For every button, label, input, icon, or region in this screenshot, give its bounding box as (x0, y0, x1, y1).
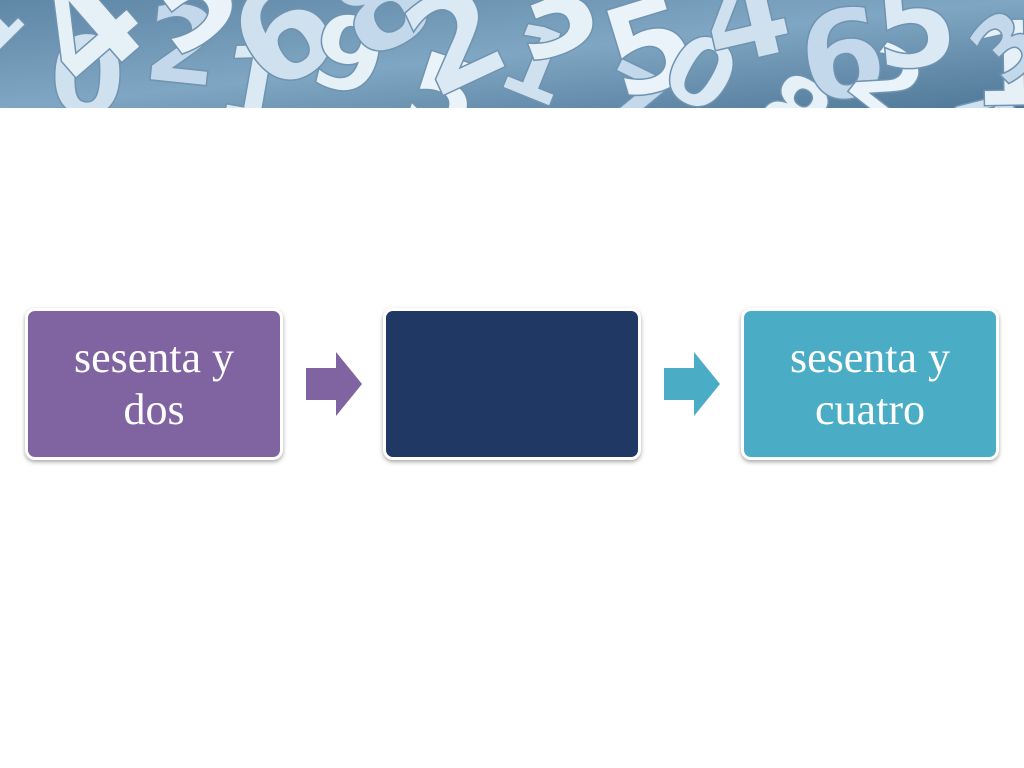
arrow-right-icon (306, 352, 362, 416)
flow-step-3-label: sesenta y cuatro (789, 333, 951, 434)
banner-digit: 0 (47, 12, 127, 108)
flow-step-3: sesenta y cuatro (741, 308, 999, 460)
banner-digit: 6 (789, 0, 895, 108)
banner-digit: 1 (969, 0, 1024, 108)
scattered-numbers-image: 104231698521375048625413 (0, 0, 1024, 108)
flow-step-2 (383, 308, 641, 460)
banner-digit: 5 (868, 0, 963, 99)
arrow-right-icon (664, 352, 720, 416)
flow-step-1: sesenta y dos (25, 308, 283, 460)
banner-digit: 2 (139, 0, 226, 108)
flow-step-1-label: sesenta y dos (73, 333, 235, 434)
header-banner: 104231698521375048625413 (0, 0, 1024, 108)
